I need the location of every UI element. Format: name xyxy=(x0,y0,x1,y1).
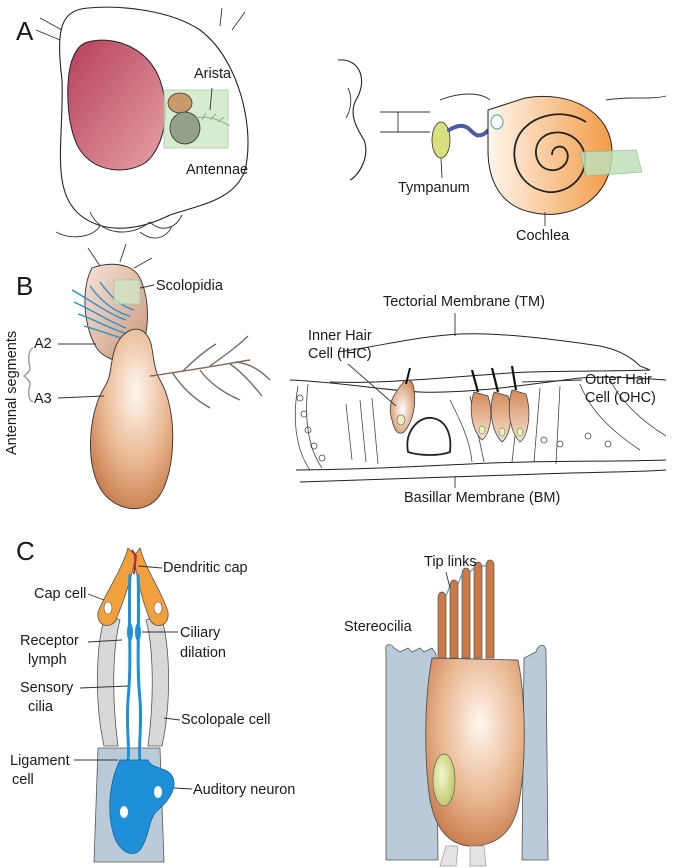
label-antennae: Antennae xyxy=(186,162,248,178)
supporting-cells xyxy=(385,644,549,861)
cap-cell-leader xyxy=(87,593,105,601)
label-ciliary-dilation-line2: dilation xyxy=(180,645,226,661)
label-scolopale-cell: Scolopale cell xyxy=(181,712,270,728)
label-sensory-cilia-line1: Sensory xyxy=(20,680,74,696)
tectorial-membrane xyxy=(329,333,651,383)
panel-letter-b: B xyxy=(16,271,33,301)
cochlea-spiral xyxy=(513,113,587,193)
a3-leader xyxy=(57,395,105,399)
auditory-neuron-leader xyxy=(173,787,193,790)
panel-letter-a: A xyxy=(16,16,34,46)
label-scolopidia: Scolopidia xyxy=(156,278,224,294)
tympanum-leader xyxy=(440,157,443,179)
sensory-cilia xyxy=(125,573,143,761)
ihc-stereocilia xyxy=(405,367,411,385)
scolopale-cell-leader xyxy=(163,717,181,721)
stereocilia-bundle xyxy=(437,559,495,659)
label-dendritic-cap: Dendritic cap xyxy=(163,560,248,576)
label-ligament-cell-line2: cell xyxy=(12,772,34,788)
hair-cell-nucleus xyxy=(432,753,456,807)
label-cochlea: Cochlea xyxy=(516,228,570,244)
tip-links-shape xyxy=(445,565,486,597)
hair-cell-body xyxy=(425,657,525,847)
fly-head-drawing xyxy=(35,6,249,239)
label-sensory-cilia-line2: cilia xyxy=(28,699,54,715)
label-a2: A2 xyxy=(34,336,52,352)
oval-window xyxy=(490,114,504,130)
ear-drawing xyxy=(337,59,667,181)
dendritic-cap-leader xyxy=(137,565,163,569)
label-ciliary-dilation-line1: Ciliary xyxy=(180,625,221,641)
ihc-leader xyxy=(347,363,397,407)
ciliary-dilation-right xyxy=(135,623,141,641)
tunnel-of-corti xyxy=(406,417,452,456)
ciliary-dilation-left xyxy=(127,623,133,641)
label-receptor-lymph-line1: Receptor xyxy=(20,633,79,649)
label-stereocilia: Stereocilia xyxy=(344,619,413,635)
scolopidia-highlight-box xyxy=(113,279,141,305)
auditory-neuron-shape xyxy=(109,759,175,854)
antenna-segment-lower xyxy=(169,111,201,145)
tip-links-leader xyxy=(445,571,451,589)
label-auditory-neuron: Auditory neuron xyxy=(193,782,295,798)
label-receptor-lymph-line2: lymph xyxy=(28,652,67,668)
antenna-a3-segment xyxy=(90,328,174,509)
label-cap-cell: Cap cell xyxy=(34,586,86,602)
arista-bristle xyxy=(195,112,231,127)
segments-bracket xyxy=(23,347,34,403)
inner-hair-cell xyxy=(389,379,416,434)
receptor-lymph-leader xyxy=(87,639,123,643)
label-ohc-line1: Outer Hair xyxy=(585,372,652,388)
cochlea-shape xyxy=(487,95,613,215)
label-tip-links: Tip links xyxy=(424,554,477,570)
scolopale-cell-left xyxy=(97,613,121,747)
panel-letter-c: C xyxy=(16,536,35,566)
dendritic-cap xyxy=(131,549,138,575)
label-basilar-membrane: Basillar Membrane (BM) xyxy=(404,490,560,506)
scolopale-cell-right xyxy=(145,613,169,747)
outer-hair-cells xyxy=(470,365,530,443)
label-ihc-line1: Inner Hair xyxy=(308,328,372,344)
tympanum-shape xyxy=(431,121,451,159)
antenna-segment-upper xyxy=(167,92,193,114)
ihc-nucleus xyxy=(396,414,406,426)
afferent-fibers xyxy=(439,845,487,867)
label-ohc-line2: Cell (OHC) xyxy=(585,390,656,406)
label-ihc-line2: Cell (IHC) xyxy=(308,346,372,362)
basilar-membrane xyxy=(295,459,667,483)
ohc-leader xyxy=(521,379,583,383)
label-tectorial-membrane: Tectorial Membrane (TM) xyxy=(383,294,545,310)
arista-leader xyxy=(209,87,213,111)
sensory-cilia-leader xyxy=(79,685,129,689)
label-antennal-segments: Antennal segments xyxy=(4,331,20,455)
label-tympanum: Tympanum xyxy=(398,180,470,196)
cochlea-section-plane xyxy=(579,149,643,177)
arista-branches xyxy=(149,335,271,409)
reticular-lamina xyxy=(289,376,667,393)
scolopidia-leader xyxy=(139,284,155,289)
a2-bristles xyxy=(87,243,153,269)
compound-eye xyxy=(67,39,166,171)
label-arista: Arista xyxy=(194,66,232,82)
label-a3: A3 xyxy=(34,391,52,407)
label-ligament-cell-line1: Ligament xyxy=(10,753,70,769)
